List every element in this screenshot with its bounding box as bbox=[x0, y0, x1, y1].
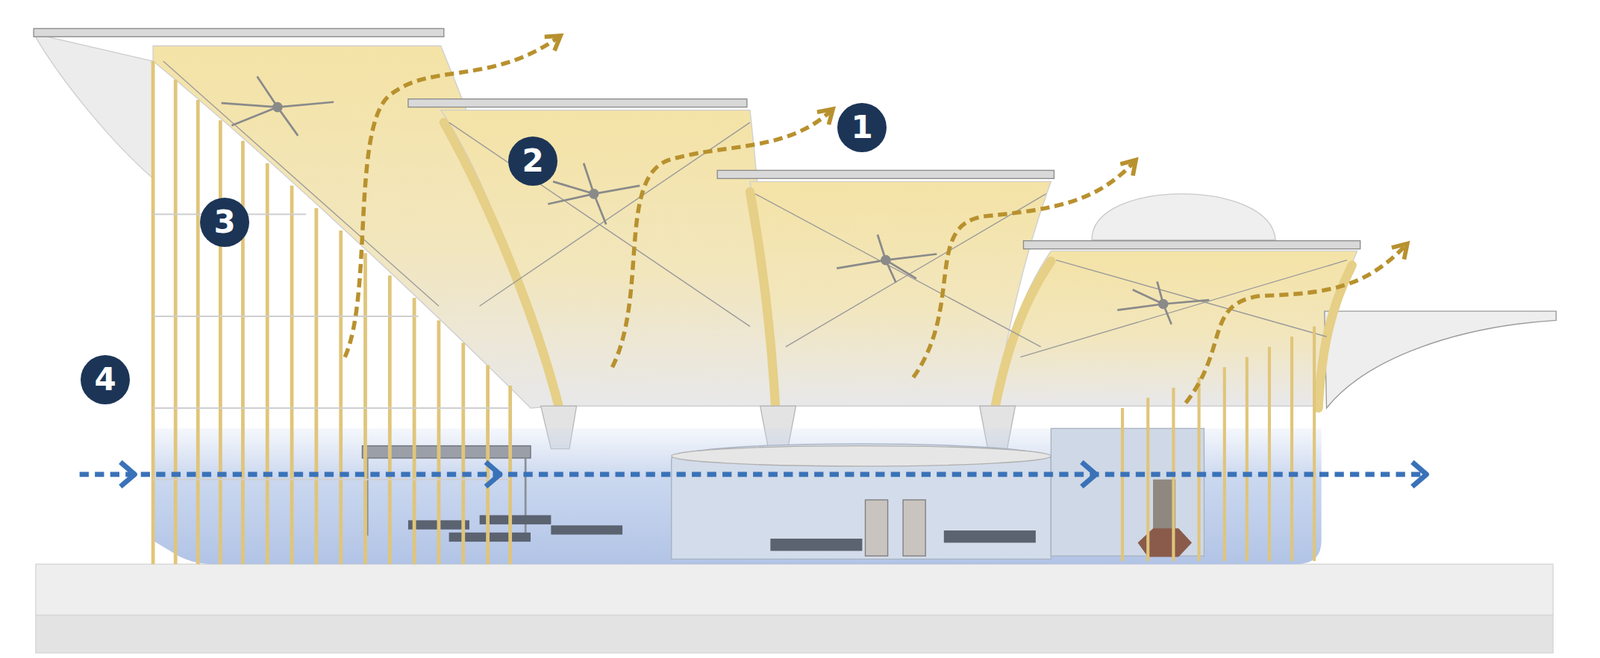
callout-number: 2 bbox=[521, 145, 544, 177]
callout-number: 4 bbox=[94, 364, 116, 396]
callout-badge: 3 bbox=[200, 197, 250, 248]
callout-number: 3 bbox=[213, 206, 236, 239]
callout-badge: 4 bbox=[80, 355, 130, 405]
callout-number: 1 bbox=[850, 111, 873, 144]
callout-badge: 2 bbox=[508, 136, 558, 186]
callout-badge: 1 bbox=[837, 102, 887, 153]
